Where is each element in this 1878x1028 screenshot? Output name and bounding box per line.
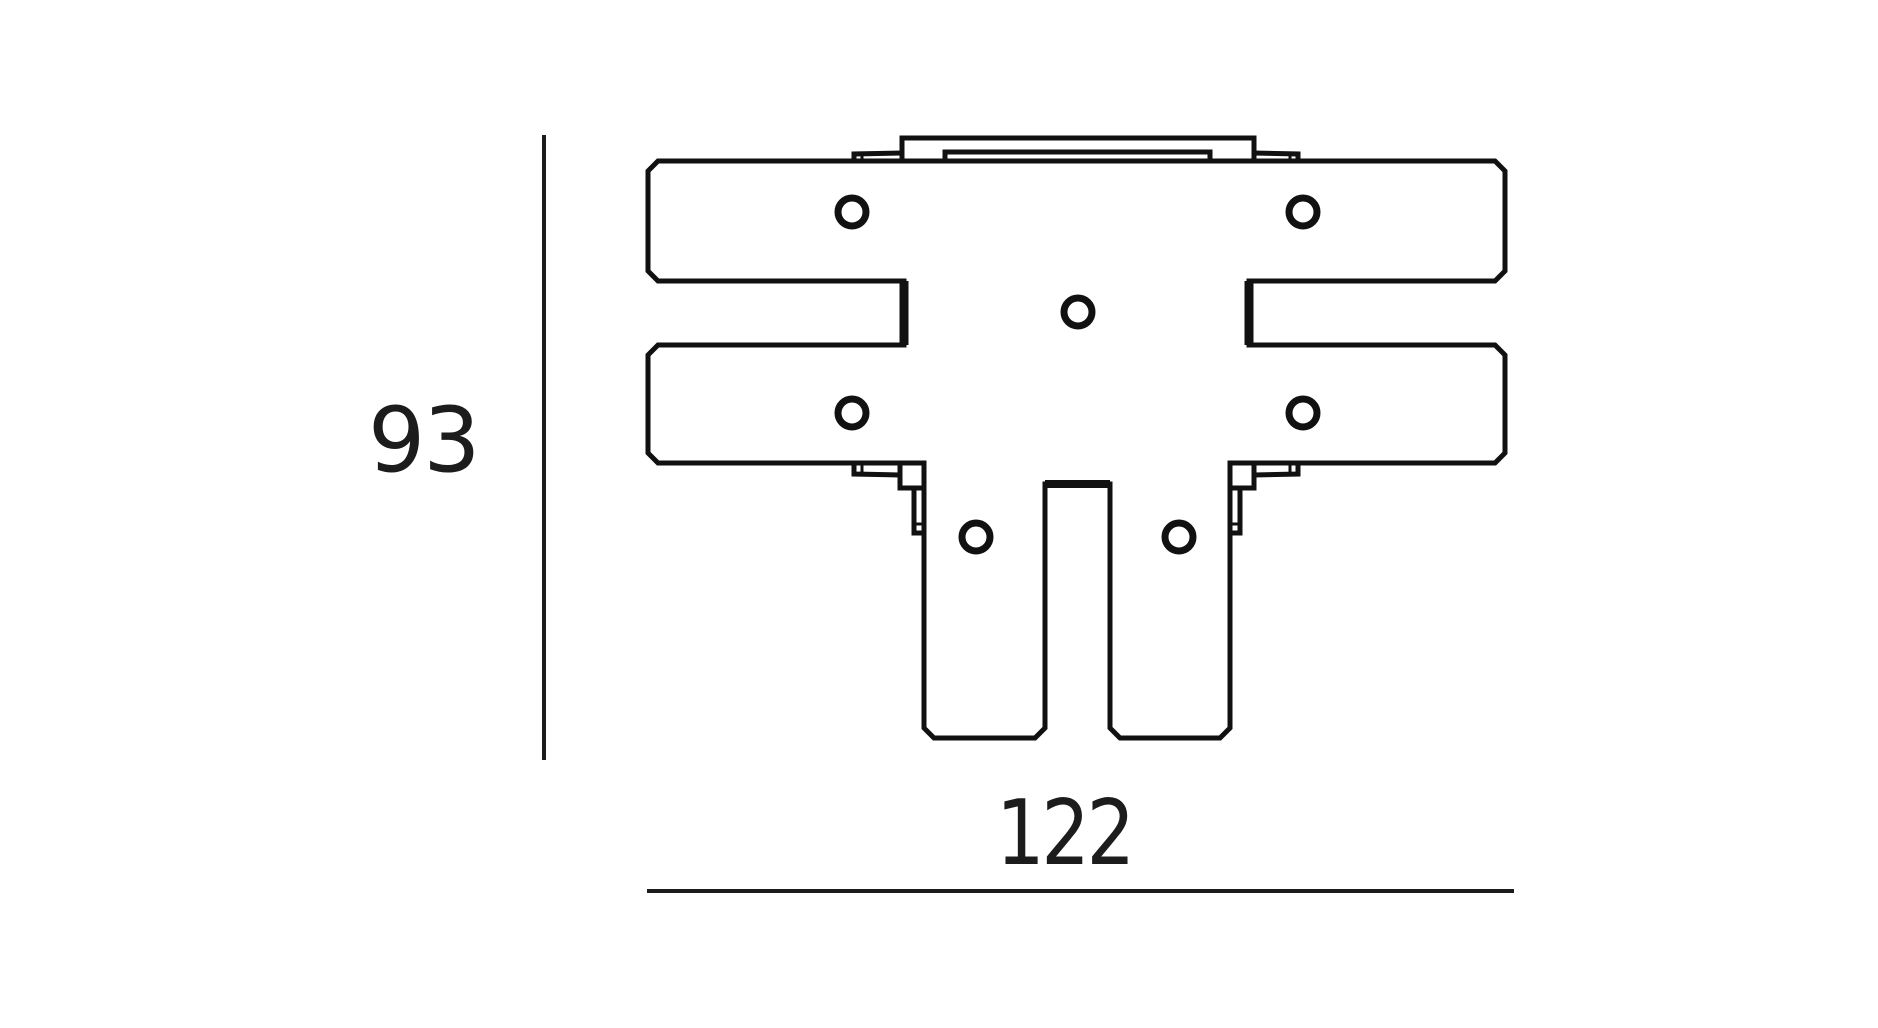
- mounting-hole-mid-right: [1285, 395, 1321, 431]
- mounting-hole-center: [1060, 294, 1096, 330]
- mounting-hole-leg-right: [1161, 519, 1197, 555]
- height-dimension-label: 93: [368, 388, 481, 493]
- mounting-hole-leg-left: [958, 519, 994, 555]
- top-connector-block: [851, 135, 1301, 162]
- mounting-hole-mid-left: [834, 395, 870, 431]
- width-dimension-label: 122: [996, 781, 1135, 886]
- left-side-bracket: [851, 463, 924, 536]
- mounting-hole-top-right: [1285, 194, 1321, 230]
- mounting-hole-top-left: [834, 194, 870, 230]
- connector-body-outline: [645, 158, 1508, 741]
- right-side-bracket: [1230, 463, 1301, 536]
